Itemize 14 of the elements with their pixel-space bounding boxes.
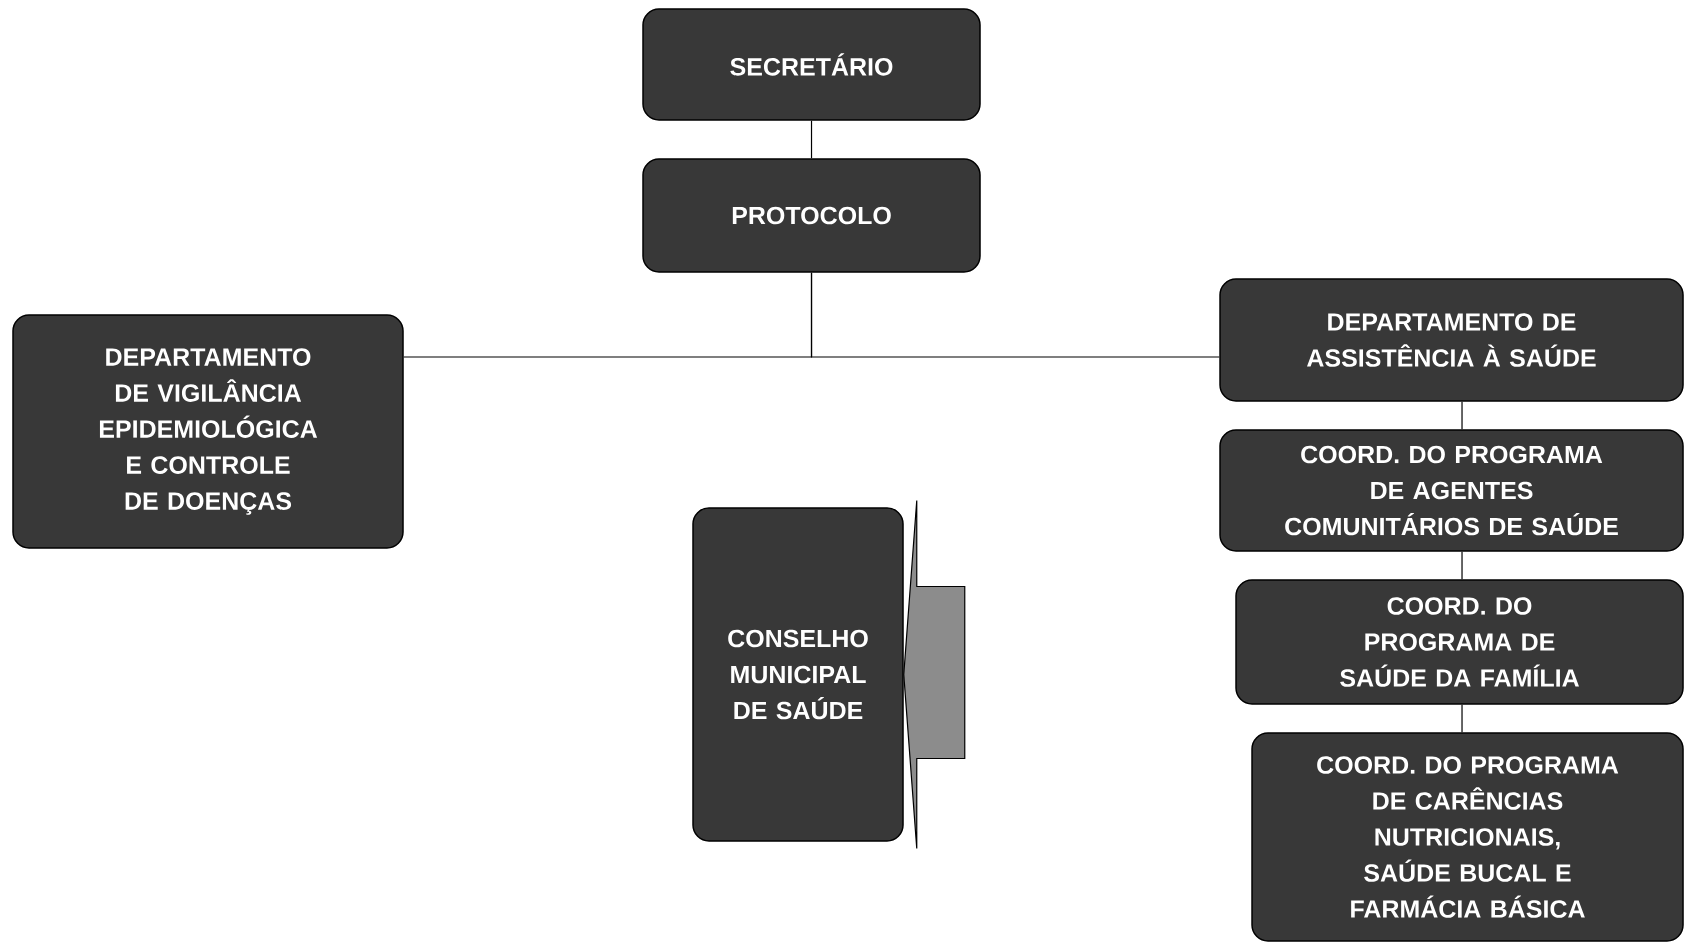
org-box: DEPARTAMENTO DE ASSISTÊNCIA À SAÚDE [1219,278,1684,402]
block-arrow [903,499,966,850]
connector-line [1461,704,1463,733]
connector-line [810,120,813,159]
connector-line [1461,551,1463,580]
org-box: DEPARTAMENTO DE VIGILÂNCIA EPIDEMIOLÓGICA E CONTROLE DE DOENÇAS [12,314,404,549]
org-box: PROTOCOLO [642,158,981,273]
org-box: CONSELHO MUNICIPAL DE SAÚDE [692,507,904,842]
connector-line [1461,401,1463,430]
connector-line [810,272,1220,358]
org-box: COORD. DO PROGRAMA DE AGENTES COMUNITÁRIOS DE SAÚDE [1219,429,1684,552]
org-box: COORD. DO PROGRAMA DE SAÚDE DA FAMÍLIA [1235,579,1684,705]
org-box: SECRETÁRIO [642,8,981,121]
org-box: COORD. DO PROGRAMA DE CARÊNCIAS NUTRICIONAIS, SAÚDE BUCAL E FARMÁCIA BÁSICA [1251,732,1684,942]
